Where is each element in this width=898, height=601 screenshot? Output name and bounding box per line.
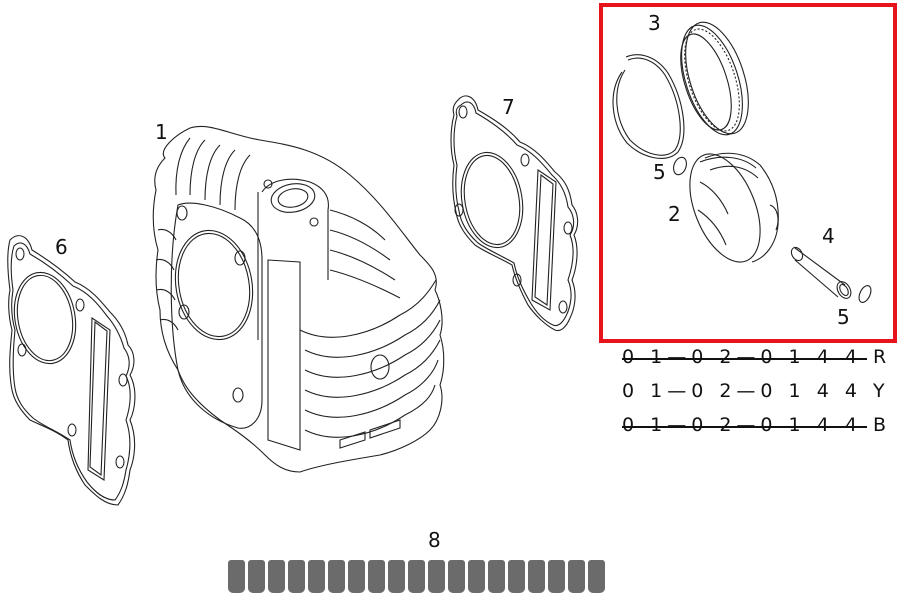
cylinder-drawing xyxy=(152,125,445,473)
shim xyxy=(288,560,305,593)
shim xyxy=(388,560,405,593)
shim xyxy=(508,560,525,593)
callout-5-label: 5 xyxy=(653,160,666,184)
part-number-b: 0 1—0 2—0 1 4 4 B xyxy=(622,414,891,436)
shim xyxy=(348,560,365,593)
shim xyxy=(488,560,505,593)
shim xyxy=(248,560,265,593)
callout-7-label: 7 xyxy=(502,95,515,119)
shim xyxy=(588,560,605,593)
callout-2-label: 2 xyxy=(668,202,681,226)
shim xyxy=(428,560,445,593)
shim-set-8 xyxy=(228,560,605,593)
shim xyxy=(568,560,585,593)
callout-6-label: 6 xyxy=(55,235,68,259)
part-number-r: 0 1—0 2—0 1 4 4 R xyxy=(622,346,892,368)
shim xyxy=(228,560,245,593)
piston-rings-drawing xyxy=(612,21,749,159)
shim xyxy=(528,560,545,593)
shim xyxy=(368,560,385,593)
highlight-box-piston-kit xyxy=(599,3,897,343)
shim xyxy=(328,560,345,593)
shim xyxy=(548,560,565,593)
head-gasket-7-drawing xyxy=(450,95,579,332)
piston-assembly-drawing xyxy=(673,152,872,303)
strike-lines xyxy=(622,358,867,428)
shim xyxy=(468,560,485,593)
callout-5b-label: 5 xyxy=(837,305,850,329)
shim xyxy=(408,560,425,593)
shim xyxy=(448,560,465,593)
base-gasket-6-drawing xyxy=(7,235,136,506)
shim xyxy=(268,560,285,593)
shim xyxy=(308,560,325,593)
callout-8-label: 8 xyxy=(428,528,441,552)
callout-1-label: 1 xyxy=(155,120,168,144)
part-number-y: 0 1—0 2—0 1 4 4 Y xyxy=(622,380,890,402)
callout-4-label: 4 xyxy=(822,224,835,248)
callout-3-label: 3 xyxy=(648,11,661,35)
